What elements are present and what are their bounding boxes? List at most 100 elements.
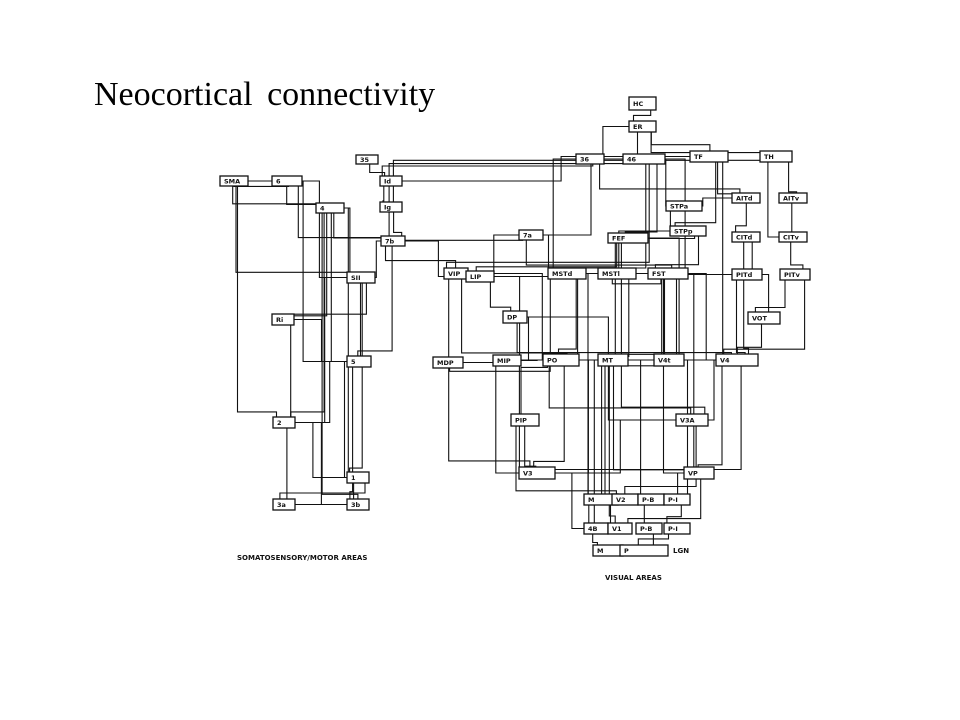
- area-box-a7a: 7a: [518, 229, 544, 241]
- area-label: STPa: [670, 202, 688, 210]
- area-box-stpa: STPa: [665, 200, 703, 212]
- area-box-a46: 46: [622, 153, 666, 165]
- lgn-label: LGN: [673, 547, 689, 555]
- visual-caption: VISUAL AREAS: [605, 574, 662, 582]
- area-label: VOT: [752, 314, 767, 322]
- area-label: PO: [547, 356, 558, 364]
- area-label: PITd: [736, 271, 753, 279]
- area-box-s2: 2: [272, 416, 296, 429]
- area-label: M: [597, 547, 603, 555]
- area-box-aitv: AITv: [778, 192, 808, 204]
- connection-line: [601, 273, 666, 360]
- connection-line: [288, 276, 370, 424]
- area-label: AITv: [783, 194, 800, 202]
- connection-lines: [232, 103, 806, 552]
- area-box-v4: V4: [715, 353, 759, 367]
- area-box-v2pi: P-I: [663, 493, 691, 506]
- area-box-s3b: 3b: [346, 498, 370, 511]
- area-label: 7a: [523, 231, 532, 239]
- area-label: MSTl: [602, 270, 620, 278]
- area-label: P-I: [668, 525, 678, 533]
- area-label: AITd: [736, 194, 753, 202]
- connection-line: [623, 273, 630, 360]
- area-box-a36: 36: [575, 153, 605, 165]
- area-label: VP: [688, 469, 698, 477]
- connection-line: [349, 361, 354, 505]
- area-label: VIP: [448, 270, 460, 278]
- connection-line: [788, 156, 798, 198]
- area-box-sma: SMA: [219, 175, 249, 187]
- area-label: SMA: [224, 177, 240, 185]
- area-label: 3b: [351, 501, 361, 509]
- connection-line: [685, 359, 731, 421]
- area-box-s1: 1: [346, 471, 370, 484]
- area-label: Ig: [384, 203, 391, 211]
- connection-line: [283, 421, 291, 506]
- area-box-sii: SII: [346, 271, 376, 284]
- connection-line: [328, 207, 355, 279]
- area-box-ri: Ri: [271, 313, 295, 326]
- area-box-pip: PIP: [510, 413, 540, 427]
- area-label: 4B: [588, 525, 598, 533]
- area-box-pitd: PITd: [731, 268, 763, 281]
- area-box-vp: VP: [683, 466, 715, 480]
- area-box-fst: FST: [647, 267, 689, 280]
- area-label: 46: [627, 155, 637, 163]
- connection-line: [599, 159, 741, 198]
- area-box-citv: CITv: [778, 231, 808, 243]
- area-box-fef: FEF: [607, 232, 649, 244]
- area-label: V3: [523, 469, 533, 477]
- area-box-stpp: STPp: [669, 225, 707, 237]
- area-label: MSTd: [552, 270, 573, 278]
- connection-line: [557, 359, 634, 501]
- area-box-a1d: Id: [379, 175, 403, 187]
- area-label: P-I: [668, 496, 678, 504]
- connection-line: [528, 419, 694, 474]
- connection-line: [787, 197, 797, 238]
- area-box-aitd: AITd: [731, 192, 761, 204]
- area-box-pitv: PITv: [779, 268, 811, 281]
- area-box-th: TH: [759, 150, 793, 163]
- area-label: P-B: [642, 496, 654, 504]
- area-label: MT: [602, 356, 613, 364]
- connection-line: [448, 273, 531, 473]
- area-box-lgn-p: P: [619, 544, 669, 557]
- area-box-citd: CITd: [731, 231, 761, 243]
- area-label: PITv: [784, 271, 801, 279]
- connection-line: [279, 180, 360, 279]
- area-box-po: PO: [542, 353, 580, 367]
- area-label: Ri: [276, 316, 283, 324]
- area-box-lgn-m: M: [592, 544, 624, 557]
- connection-line: [475, 238, 618, 277]
- area-box-v2: V2: [611, 493, 639, 506]
- connection-line: [520, 360, 548, 420]
- area-box-v1: V1: [607, 522, 633, 535]
- connection-line: [283, 318, 292, 424]
- area-label: MIP: [497, 357, 511, 365]
- area-label: FEF: [612, 234, 625, 242]
- connection-line: [516, 316, 688, 421]
- connection-line: [618, 273, 741, 361]
- connection-line: [626, 237, 738, 361]
- area-label: SII: [351, 274, 361, 282]
- area-box-v2pb: P-B: [637, 493, 665, 506]
- area-label: 36: [580, 155, 590, 163]
- area-box-s3a: 3a: [272, 498, 296, 511]
- area-label: 6: [276, 177, 281, 185]
- connection-line: [357, 241, 393, 362]
- area-label: V2: [616, 496, 626, 504]
- area-box-a1g: Ig: [379, 201, 403, 213]
- area-box-a6: 6: [271, 175, 303, 187]
- area-box-mip: MIP: [492, 354, 522, 367]
- connection-line: [610, 238, 616, 360]
- area-label: DP: [507, 313, 517, 321]
- connection-line: [679, 272, 722, 361]
- slide-title: Neocortical connectivity: [94, 76, 436, 113]
- area-box-v1pb: P-B: [635, 522, 663, 535]
- connection-line: [236, 181, 278, 423]
- connection-line: [392, 235, 524, 241]
- area-label: Id: [384, 177, 391, 185]
- area-label: M: [588, 496, 594, 504]
- area-box-tf: TF: [689, 150, 729, 163]
